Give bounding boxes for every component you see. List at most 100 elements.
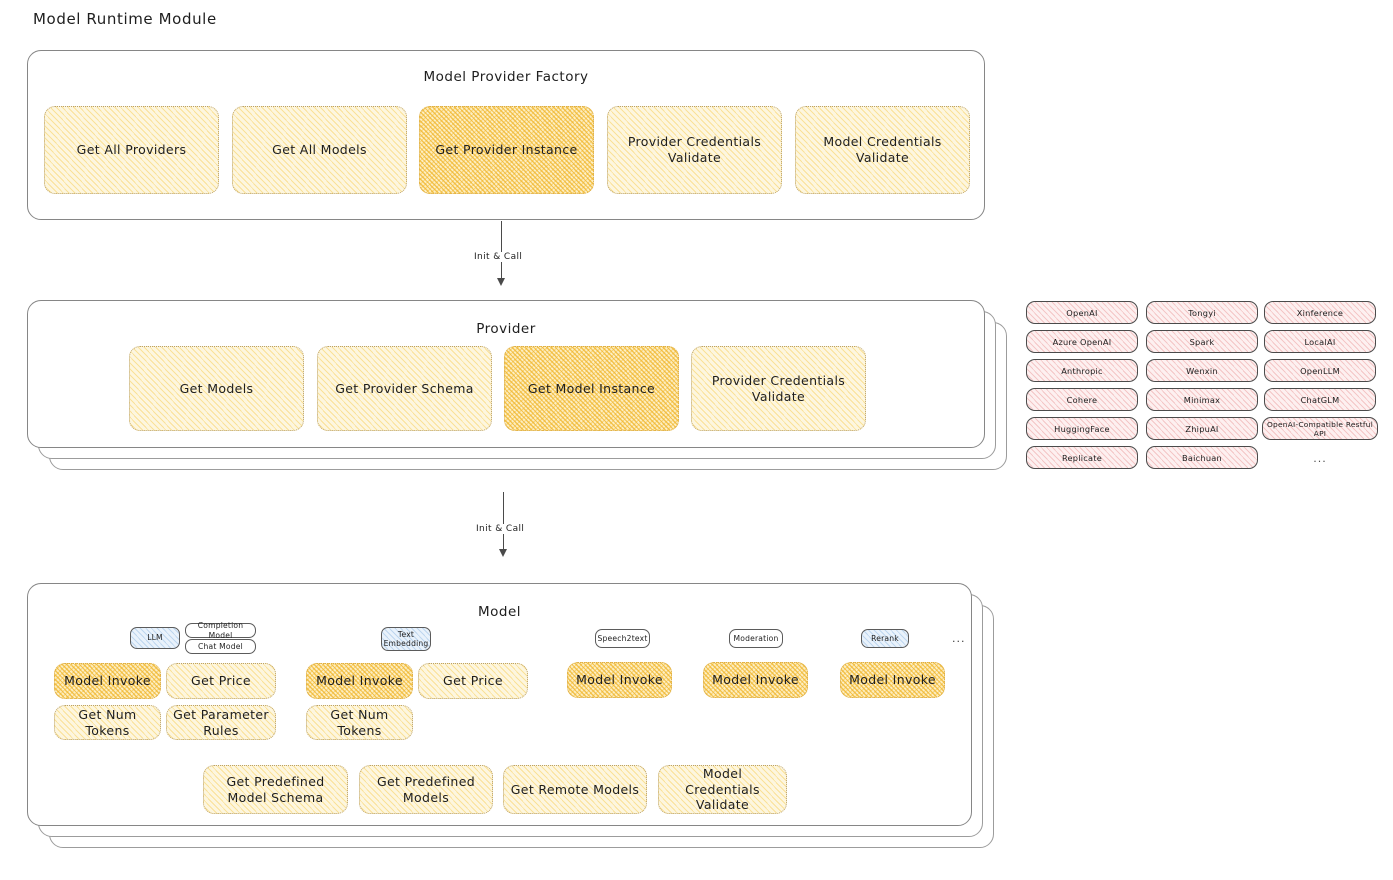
- provider-chip-label: Cohere: [1066, 394, 1098, 405]
- model-common-action-model-credentials-validate[interactable]: Model Credentials Validate: [658, 765, 787, 814]
- provider-chip-label: Baichuan: [1182, 452, 1222, 463]
- llm-action-get-price[interactable]: Get Price: [166, 663, 276, 699]
- model-type-badge-llm[interactable]: LLM: [130, 627, 180, 649]
- factory-node-label: Model Credentials Validate: [823, 134, 942, 165]
- provider-chip-openllm[interactable]: OpenLLM: [1264, 359, 1376, 382]
- llm-action-get-parameter-rules[interactable]: Get Parameter Rules: [166, 705, 276, 740]
- provider-chip-label: OpenAI-Compatible Restful API: [1266, 419, 1374, 438]
- model-action-label: Model Invoke: [64, 673, 151, 689]
- moderation-action-model-invoke[interactable]: Model Invoke: [703, 662, 808, 698]
- factory-node-get-provider-instance[interactable]: Get Provider Instance: [419, 106, 594, 194]
- provider-chip-replicate[interactable]: Replicate: [1026, 446, 1138, 469]
- provider-chip-spark[interactable]: Spark: [1146, 330, 1258, 353]
- factory-node-provider-credentials-validate[interactable]: Provider Credentials Validate: [607, 106, 782, 194]
- arrow-factory-to-provider-line: [501, 221, 503, 280]
- llm-action-model-invoke[interactable]: Model Invoke: [54, 663, 161, 699]
- model-action-label: Get Price: [443, 673, 503, 689]
- provider-node-get-models[interactable]: Get Models: [129, 346, 304, 431]
- arrow-provider-to-model-label: Init & Call: [473, 524, 528, 534]
- model-action-label: Get Remote Models: [510, 781, 640, 797]
- provider-chip-wenxin[interactable]: Wenxin: [1146, 359, 1258, 382]
- model-provider-factory-title: Model Provider Factory: [423, 69, 589, 85]
- provider-chip-minimax[interactable]: Minimax: [1146, 388, 1258, 411]
- factory-node-model-credentials-validate[interactable]: Model Credentials Validate: [795, 106, 970, 194]
- provider-node-get-model-instance[interactable]: Get Model Instance: [504, 346, 679, 431]
- provider-chip-openai[interactable]: OpenAI: [1026, 301, 1138, 324]
- provider-chip-label: Replicate: [1061, 452, 1103, 463]
- text-embedding-action-get-price[interactable]: Get Price: [418, 663, 528, 699]
- provider-chip-zhipuai[interactable]: ZhipuAI: [1146, 417, 1258, 440]
- provider-chip-anthropic[interactable]: Anthropic: [1026, 359, 1138, 382]
- provider-node-label: Get Provider Schema: [335, 380, 474, 396]
- model-action-label: Get Num Tokens: [78, 706, 137, 738]
- arrow-factory-to-provider-label: Init & Call: [471, 252, 526, 262]
- model-common-action-get-remote-models[interactable]: Get Remote Models: [503, 765, 647, 814]
- provider-chip-tongyi[interactable]: Tongyi: [1146, 301, 1258, 324]
- provider-chip-chatglm[interactable]: ChatGLM: [1264, 388, 1376, 411]
- provider-chip-label: Tongyi: [1188, 307, 1216, 318]
- model-action-label: Model Invoke: [712, 672, 799, 688]
- provider-chip-label: Azure OpenAI: [1052, 336, 1112, 347]
- model-type-badge-speech2text[interactable]: Speech2text: [595, 629, 650, 648]
- model-action-label: Model Invoke: [316, 673, 403, 689]
- provider-list-more: ...: [1313, 452, 1327, 465]
- factory-node-get-all-providers[interactable]: Get All Providers: [44, 106, 219, 194]
- provider-chip-label: ChatGLM: [1300, 394, 1340, 405]
- model-action-label: Get Price: [191, 673, 251, 689]
- model-common-action-get-predefined-models[interactable]: Get Predefined Models: [359, 765, 493, 814]
- provider-node-provider-credentials-validate[interactable]: Provider Credentials Validate: [691, 346, 866, 431]
- text-embedding-action-get-num-tokens[interactable]: Get Num Tokens: [306, 705, 413, 740]
- model-action-label: Get Parameter Rules: [173, 706, 269, 738]
- provider-chip-localai[interactable]: LocalAI: [1264, 330, 1376, 353]
- provider-chip-label: Spark: [1189, 336, 1215, 347]
- factory-node-get-all-models[interactable]: Get All Models: [232, 106, 407, 194]
- rerank-action-model-invoke[interactable]: Model Invoke: [840, 662, 945, 698]
- model-type-badge-moderation[interactable]: Moderation: [729, 629, 783, 648]
- model-type-badge-label: Text Embedding: [383, 629, 429, 648]
- provider-chip-label: Xinference: [1296, 307, 1344, 318]
- factory-node-label: Provider Credentials Validate: [627, 134, 762, 165]
- provider-chip-huggingface[interactable]: HuggingFace: [1026, 417, 1138, 440]
- model-action-label: Get Num Tokens: [330, 706, 389, 738]
- text-embedding-action-model-invoke[interactable]: Model Invoke: [306, 663, 413, 699]
- model-type-badge-label: Speech2text: [597, 633, 648, 643]
- model-action-label: Get Predefined Models: [376, 773, 476, 805]
- model-subtype-badge-completion-model[interactable]: Completion Model: [185, 621, 256, 640]
- provider-chip-baichuan[interactable]: Baichuan: [1146, 446, 1258, 469]
- arrow-factory-to-provider-head: [497, 278, 505, 286]
- provider-chip-label: LocalAI: [1304, 336, 1336, 347]
- provider-node-label: Get Model Instance: [527, 380, 656, 396]
- model-type-badge-label: Moderation: [733, 633, 779, 643]
- provider-chip-openai-compatible-restful-api[interactable]: OpenAI-Compatible Restful API: [1262, 417, 1378, 440]
- provider-chip-azure-openai[interactable]: Azure OpenAI: [1026, 330, 1138, 353]
- factory-node-label: Get All Models: [272, 142, 367, 158]
- model-type-badge-label: LLM: [147, 633, 163, 643]
- model-action-label: Model Invoke: [849, 672, 936, 688]
- provider-chip-label: OpenLLM: [1300, 365, 1340, 376]
- provider-chip-label: ZhipuAI: [1185, 423, 1219, 434]
- model-common-action-get-predefined-model-schema[interactable]: Get Predefined Model Schema: [203, 765, 348, 814]
- arrow-provider-to-model-head: [499, 549, 507, 557]
- llm-action-get-num-tokens[interactable]: Get Num Tokens: [54, 705, 161, 740]
- provider-chip-xinference[interactable]: Xinference: [1264, 301, 1376, 324]
- speech2text-action-model-invoke[interactable]: Model Invoke: [567, 662, 672, 698]
- model-type-badge-rerank[interactable]: Rerank: [861, 629, 909, 648]
- provider-panel-title: Provider: [476, 321, 536, 337]
- provider-chip-label: Wenxin: [1186, 365, 1218, 376]
- provider-node-label: Get Models: [179, 380, 254, 396]
- model-action-label: Get Predefined Model Schema: [226, 773, 325, 805]
- model-panel-title: Model: [477, 604, 522, 620]
- provider-node-get-provider-schema[interactable]: Get Provider Schema: [317, 346, 492, 431]
- model-types-more: ...: [952, 632, 966, 645]
- model-subtype-badge-label: Completion Model: [197, 621, 244, 640]
- model-subtype-badge-chat-model[interactable]: Chat Model: [185, 639, 256, 654]
- provider-chip-cohere[interactable]: Cohere: [1026, 388, 1138, 411]
- model-panel: Model: [27, 583, 972, 826]
- model-type-badge-text-embedding[interactable]: Text Embedding: [381, 627, 431, 651]
- provider-chip-label: Minimax: [1183, 394, 1221, 405]
- provider-chip-label: HuggingFace: [1054, 423, 1110, 434]
- page-title: Model Runtime Module: [33, 10, 217, 28]
- model-subtype-badge-label: Chat Model: [198, 641, 243, 651]
- provider-chip-label: Anthropic: [1061, 365, 1103, 376]
